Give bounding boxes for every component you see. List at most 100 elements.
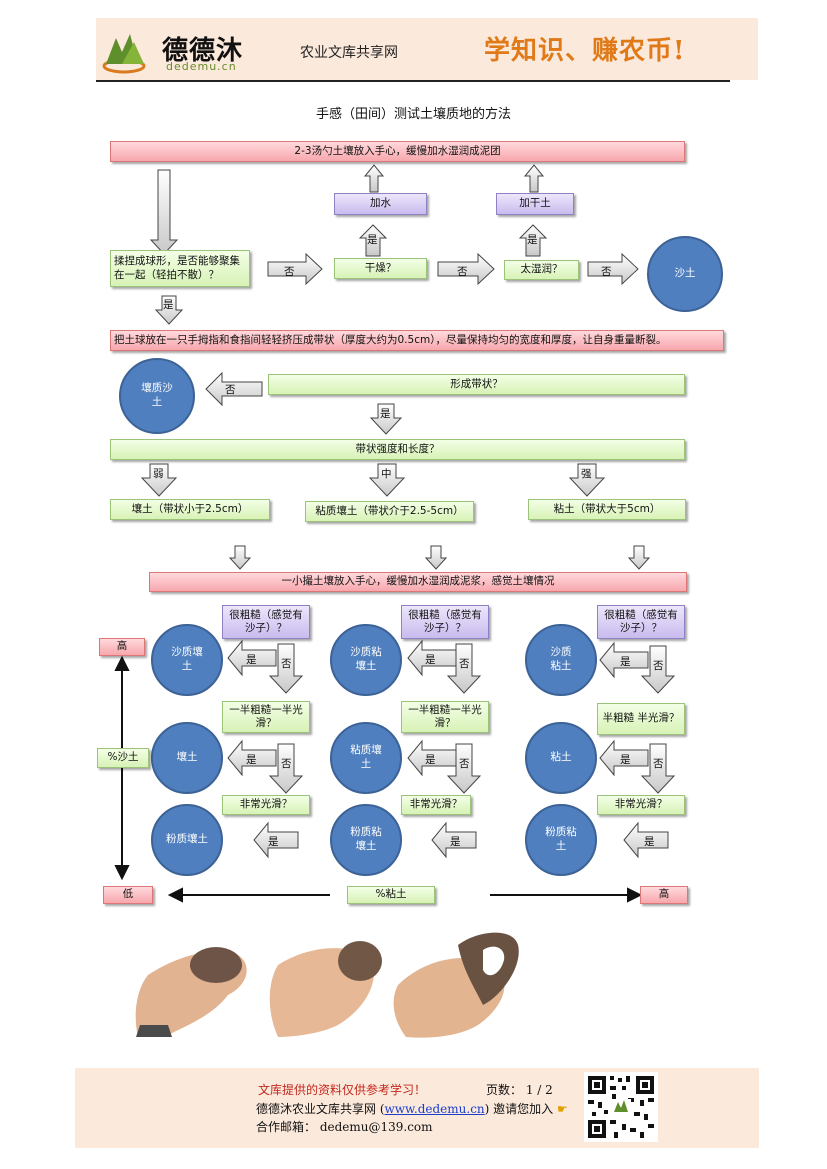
arrow-left — [623, 821, 669, 859]
arrow-down — [369, 403, 403, 435]
arrow-down — [568, 463, 606, 497]
label-weak: 弱 — [153, 468, 164, 480]
arrow-down — [228, 545, 252, 570]
ribbon-question-box: 形成带状？ — [268, 374, 685, 395]
arrow-down — [640, 743, 676, 794]
step3-box: 一小撮土壤放入手心，缓慢加水湿润成泥浆，感觉土壤情况 — [149, 572, 687, 592]
arrow-left — [599, 739, 649, 777]
label-yes: 是 — [425, 654, 436, 666]
arrow-left — [205, 371, 263, 407]
arrow-left — [407, 739, 457, 777]
footer-pages: 页数： 1 / 2 — [486, 1083, 553, 1097]
arrow-right — [267, 252, 323, 286]
label-no: 否 — [225, 384, 236, 396]
result-clay: 粘土 — [525, 722, 597, 794]
arrow-right — [587, 252, 639, 286]
arrow-down — [140, 463, 178, 497]
label-medium: 中 — [381, 468, 392, 480]
header-band — [96, 18, 758, 80]
arrow-up — [518, 224, 548, 257]
clay-loam-result-box: 粘质壤土（带状介于2.5-5cm） — [305, 501, 474, 522]
slogan: 学知识、赚农币! — [484, 36, 686, 66]
add-soil-box: 加干土 — [496, 193, 574, 215]
sand-percent-label: %沙土 — [97, 748, 149, 768]
arrow-right — [437, 252, 495, 286]
arrow-down — [268, 743, 304, 794]
result-sandy-clay-loam: 沙质粘壤土 — [330, 624, 402, 696]
arrow-down — [446, 743, 482, 794]
arrow-left — [227, 639, 277, 677]
logo-text: 德德沐 — [162, 36, 244, 66]
result-silt-loam: 粉质壤土 — [151, 804, 223, 876]
arrow-up — [358, 224, 388, 257]
arrow-down — [368, 463, 406, 497]
pointing-hand-icon: ☛ — [557, 1102, 568, 1116]
add-water-box: 加水 — [334, 193, 427, 215]
arrow-up — [523, 164, 545, 193]
smooth-question-3: 非常光滑？ — [597, 795, 685, 815]
step2-box: 把土球放在一只手拇指和食指间轻轻挤压成带状（厚度大约为0.5cm），尽量保持均匀… — [110, 330, 724, 351]
label-yes: 是 — [367, 234, 378, 246]
label-yes: 是 — [246, 654, 257, 666]
arrow-up — [363, 164, 385, 193]
clay-result-box: 粘土（带状大于5cm） — [528, 499, 686, 520]
label-no: 否 — [653, 660, 664, 672]
gritty-question-3: 很粗糙（感觉有沙子）？ — [597, 605, 685, 639]
site-name: 农业文库共享网 — [300, 45, 398, 61]
label-yes: 是 — [163, 299, 174, 311]
label-no: 否 — [459, 658, 470, 670]
result-clay-loam: 粘质壤土 — [330, 722, 402, 794]
result-silty-clay: 粉质粘土 — [525, 804, 597, 876]
too-wet-box: 太湿润？ — [504, 260, 579, 280]
label-no: 否 — [281, 658, 292, 670]
step1-box: 2-3汤勺土壤放入手心，缓慢加水湿润成泥团 — [110, 141, 685, 162]
clay-percent-label: %粘土 — [347, 886, 435, 904]
half-question-3: 半粗糙 半光滑？ — [597, 703, 685, 735]
footer-invite: 邀请您加入 — [493, 1102, 554, 1116]
label-yes: 是 — [268, 836, 279, 848]
ball-question-box: 揉捏成球形，是否能够聚集在一起（轻拍不散）？ — [110, 250, 250, 287]
result-silty-clay-loam: 粉质粘壤土 — [330, 804, 402, 876]
result-sandy-loam: 沙质壤土 — [151, 624, 223, 696]
hands-soil-photo — [135, 932, 519, 1038]
label-no: 否 — [457, 266, 468, 278]
gritty-question-1: 很粗糙（感觉有沙子）？ — [222, 605, 310, 639]
loam-result-box: 壤土（带状小于2.5cm） — [110, 499, 270, 520]
label-yes: 是 — [380, 408, 391, 420]
ribbon-strength-box: 带状强度和长度？ — [110, 439, 685, 460]
arrow-down — [268, 643, 304, 694]
label-strong: 强 — [581, 468, 592, 480]
arrow-down — [446, 643, 482, 694]
label-no: 否 — [459, 758, 470, 770]
label-yes: 是 — [527, 234, 538, 246]
label-no: 否 — [284, 266, 295, 278]
result-loam: 壤土 — [151, 722, 223, 794]
label-no: 否 — [281, 758, 292, 770]
smooth-question-2: 非常光滑？ — [401, 795, 471, 815]
footer-disclaimer: 文库提供的资料仅供参考学习！ — [258, 1083, 427, 1097]
half-question-2: 一半粗糙一半光滑？ — [401, 701, 489, 733]
footer-email: 合作邮箱： dedemu@139.com — [256, 1120, 433, 1134]
label-yes: 是 — [620, 754, 631, 766]
high-label: 高 — [99, 638, 145, 656]
label-no: 否 — [653, 758, 664, 770]
footer-site-line: 德德沐农业文库共享网 (www.dedemu.cn) 邀请您加入 ☛ — [256, 1102, 568, 1116]
result-loamy-sand: 壤质沙土 — [119, 358, 195, 434]
arrow-left — [431, 821, 477, 859]
half-question-1: 一半粗糙一半光滑？ — [222, 701, 310, 733]
result-sandy-clay: 沙质粘土 — [525, 624, 597, 696]
page-title: 手感（田间）测试土壤质地的方法 — [315, 107, 511, 122]
arrow-down — [627, 545, 651, 570]
arrow-left — [227, 739, 277, 777]
footer-url-link[interactable]: www.dedemu.cn — [384, 1102, 485, 1116]
high-label: 高 — [640, 886, 688, 904]
arrow-left — [599, 641, 649, 679]
arrow-down — [149, 169, 179, 255]
label-yes: 是 — [246, 754, 257, 766]
arrow-left — [407, 639, 457, 677]
label-yes: 是 — [644, 836, 655, 848]
label-no: 否 — [601, 266, 612, 278]
qr-code-icon — [584, 1072, 658, 1142]
smooth-question-1: 非常光滑？ — [222, 795, 310, 815]
